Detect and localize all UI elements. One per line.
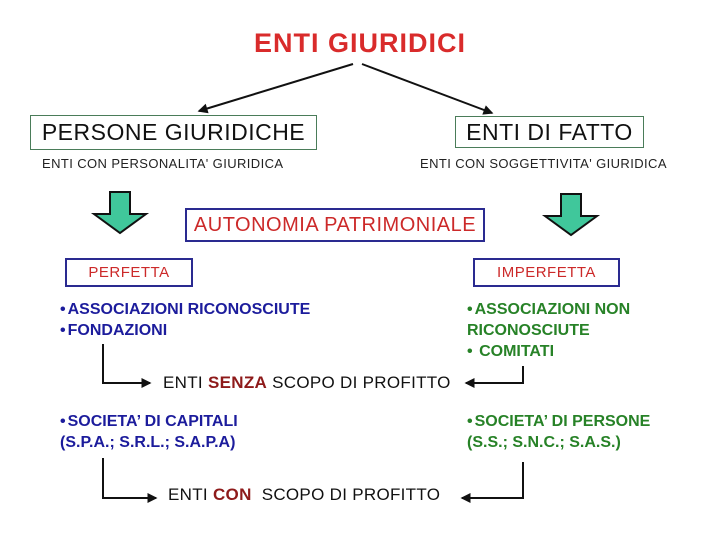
list-item-detail: (S.P.A.; S.R.L.; S.A.P.A) bbox=[60, 434, 236, 451]
list-item: •SOCIETA’ DI PERSONE bbox=[467, 413, 651, 430]
partnerships-list: •SOCIETA’ DI PERSONE (S.S.; S.N.C.; S.A.… bbox=[467, 411, 650, 453]
caption-personalita-giuridica: ENTI CON PERSONALITA' GIURIDICA bbox=[42, 156, 284, 171]
perfetta-list: •ASSOCIAZIONI RICONOSCIUTE •FONDAZIONI bbox=[60, 299, 310, 341]
row-emphasis: SENZA bbox=[207, 373, 268, 392]
list-item: •FONDAZIONI bbox=[60, 322, 168, 339]
elbow-connector-noprofit-left-icon bbox=[102, 344, 152, 388]
row-post: SCOPO DI PROFITTO bbox=[261, 485, 441, 504]
list-item: •SOCIETA’ DI CAPITALI bbox=[60, 413, 238, 430]
branch-arrow-left-icon bbox=[197, 63, 354, 114]
down-arrow-left-icon bbox=[90, 191, 150, 235]
bullet-glyph: • bbox=[467, 343, 473, 360]
list-item: •ASSOCIAZIONI NON RICONOSCIUTE bbox=[467, 301, 631, 339]
caption-soggettivita-giuridica: ENTI CON SOGGETTIVITA' GIURIDICA bbox=[420, 156, 667, 171]
autonomia-patrimoniale-box: AUTONOMIA PATRIMONIALE bbox=[185, 208, 485, 242]
row-pre: ENTI bbox=[168, 485, 208, 504]
imperfetta-label: IMPERFETTA bbox=[497, 264, 596, 281]
enti-di-fatto-box: ENTI DI FATTO bbox=[455, 116, 644, 148]
row-emphasis: CON bbox=[212, 485, 252, 504]
perfetta-label: PERFETTA bbox=[88, 264, 170, 281]
autonomia-patrimoniale-label: AUTONOMIA PATRIMONIALE bbox=[193, 213, 477, 236]
bullet-glyph: • bbox=[60, 413, 66, 430]
persone-giuridiche-box: PERSONE GIURIDICHE bbox=[30, 115, 317, 150]
no-profit-row: ENTI SENZA SCOPO DI PROFITTO bbox=[163, 373, 451, 393]
bullet-glyph: • bbox=[60, 301, 66, 318]
perfetta-box: PERFETTA bbox=[65, 258, 193, 287]
enti-di-fatto-label: ENTI DI FATTO bbox=[466, 118, 633, 145]
bullet-glyph: • bbox=[467, 413, 473, 430]
persone-giuridiche-label: PERSONE GIURIDICHE bbox=[41, 119, 306, 145]
row-post: SCOPO DI PROFITTO bbox=[272, 373, 451, 392]
list-item: • COMITATI bbox=[467, 343, 555, 360]
down-arrow-right-icon bbox=[541, 193, 601, 237]
elbow-connector-noprofit-right-icon bbox=[464, 366, 524, 388]
page-title: ENTI GIURIDICI bbox=[253, 28, 466, 58]
bullet-glyph: • bbox=[60, 322, 66, 339]
elbow-connector-profit-left-icon bbox=[102, 458, 158, 503]
bullet-glyph: • bbox=[467, 301, 473, 318]
imperfetta-list: •ASSOCIAZIONI NON RICONOSCIUTE • COMITAT… bbox=[467, 299, 663, 362]
list-item: •ASSOCIAZIONI RICONOSCIUTE bbox=[60, 301, 311, 318]
branch-arrow-right-icon bbox=[361, 63, 494, 115]
profit-row: ENTI CON SCOPO DI PROFITTO bbox=[168, 485, 440, 505]
capital-companies-list: •SOCIETA’ DI CAPITALI (S.P.A.; S.R.L.; S… bbox=[60, 411, 238, 453]
row-pre: ENTI bbox=[163, 373, 203, 392]
elbow-connector-profit-right-icon bbox=[460, 462, 524, 503]
list-item-detail: (S.S.; S.N.C.; S.A.S.) bbox=[467, 434, 621, 451]
imperfetta-box: IMPERFETTA bbox=[473, 258, 620, 287]
